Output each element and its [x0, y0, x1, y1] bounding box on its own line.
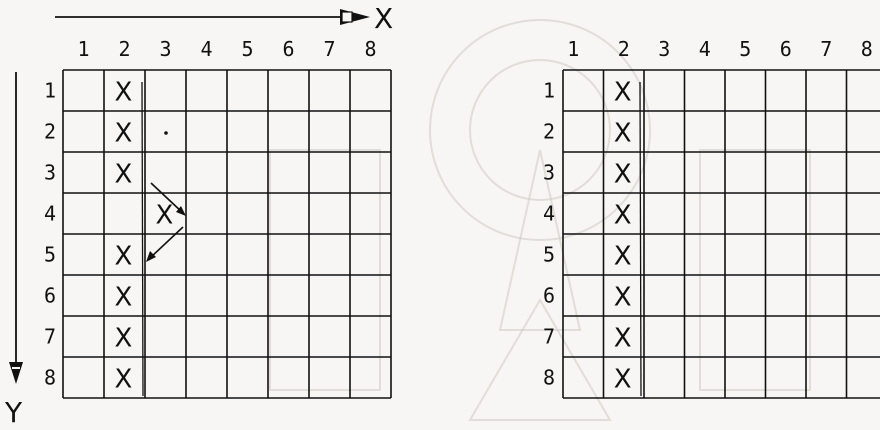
row-label: 7 — [44, 325, 56, 349]
column-label: 8 — [861, 37, 873, 61]
row-label: 7 — [543, 325, 555, 349]
column-label: 4 — [201, 37, 213, 61]
y-axis-label: Y — [4, 396, 23, 429]
displacement-annotation — [146, 131, 186, 262]
row-label: 5 — [44, 243, 56, 267]
column-label: 6 — [283, 37, 295, 61]
x-axis-label: X — [374, 2, 393, 35]
queen-mark: X — [115, 160, 133, 190]
queen-mark: X — [115, 242, 133, 272]
column-label: 1 — [567, 37, 579, 61]
queen-mark: X — [614, 160, 632, 190]
column-marker-line — [142, 82, 143, 396]
column-label: 7 — [324, 37, 336, 61]
queen-mark: X — [614, 119, 632, 149]
column-label: 5 — [739, 37, 751, 61]
row-label: 4 — [44, 202, 56, 226]
column-label: 6 — [780, 37, 792, 61]
column-label: 4 — [699, 37, 711, 61]
column-label: 3 — [658, 37, 670, 61]
queen-mark: X — [614, 242, 632, 272]
column-label: 1 — [78, 37, 90, 61]
queen-mark: X — [115, 324, 133, 354]
queen-mark: X — [614, 78, 632, 108]
annotation-dot — [164, 131, 168, 135]
column-label: 2 — [618, 37, 630, 61]
row-label: 3 — [543, 161, 555, 185]
queen-mark: X — [614, 283, 632, 313]
queen-mark: X — [115, 78, 133, 108]
row-label: 8 — [543, 366, 555, 390]
queen-mark: X — [614, 365, 632, 395]
row-label: 8 — [44, 366, 56, 390]
row-label: 1 — [543, 79, 555, 103]
row-label: 1 — [44, 79, 56, 103]
row-label: 3 — [44, 161, 56, 185]
row-label: 4 — [543, 202, 555, 226]
queen-mark: X — [115, 283, 133, 313]
row-label: 6 — [543, 284, 555, 308]
row-label: 2 — [44, 120, 56, 144]
queen-mark: X — [614, 324, 632, 354]
queen-mark: X — [614, 201, 632, 231]
arrow-out-of-cell — [150, 227, 183, 258]
watermark-emblem — [270, 20, 810, 420]
queen-mark: X — [115, 119, 133, 149]
x-axis-arrow — [55, 9, 370, 25]
column-label: 2 — [119, 37, 131, 61]
column-label: 8 — [365, 37, 377, 61]
queen-mark: X — [115, 365, 133, 395]
row-label: 6 — [44, 284, 56, 308]
column-label: 3 — [160, 37, 172, 61]
column-label: 5 — [242, 37, 254, 61]
row-label: 5 — [543, 243, 555, 267]
queen-mark: X — [156, 201, 174, 231]
column-marker-line — [640, 82, 641, 396]
y-axis-arrow — [9, 72, 23, 384]
column-label: 7 — [820, 37, 832, 61]
row-label: 2 — [543, 120, 555, 144]
